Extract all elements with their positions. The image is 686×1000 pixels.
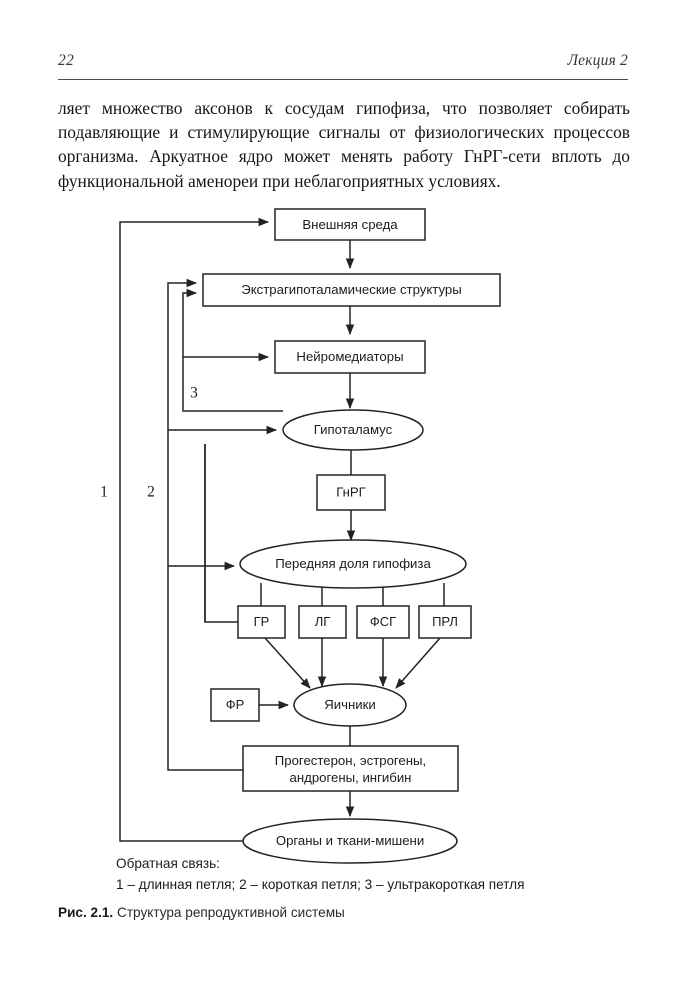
node-target-organs-label: Органы и ткани-мишени bbox=[276, 833, 424, 848]
body-paragraph: ляет множество аксонов к сосудам гипофиз… bbox=[58, 98, 630, 191]
legend-title: Обратная связь: bbox=[116, 856, 220, 871]
node-gnrh[interactable] bbox=[316, 474, 386, 511]
node-lh-label: ЛГ bbox=[315, 614, 331, 629]
node-fsh[interactable] bbox=[356, 605, 410, 639]
legend-items: 1 – длинная петля; 2 – короткая петля; 3… bbox=[116, 876, 525, 892]
node-neurotransmitters[interactable] bbox=[274, 340, 426, 374]
figure-caption-text: Структура репродуктивной системы bbox=[113, 905, 345, 920]
loop-number-1: 1 bbox=[100, 484, 108, 501]
gh-feedback-path bbox=[204, 444, 238, 623]
node-ovarian-steroids[interactable] bbox=[242, 745, 459, 792]
node-neurotransmitters-label: Нейромедиаторы bbox=[296, 349, 403, 364]
page-header: 22 Лекция 2 bbox=[58, 52, 628, 84]
node-gh-label: ГР bbox=[254, 614, 270, 629]
node-ovarian-steroids-label-line2: андрогены, ингибин bbox=[290, 770, 412, 785]
node-gnrh-label: ГнРГ bbox=[336, 484, 366, 499]
figure-caption: Рис. 2.1. Структура репродуктивной систе… bbox=[58, 905, 628, 920]
header-rule bbox=[58, 79, 628, 80]
edge-gh-to-ovaries bbox=[264, 637, 311, 689]
node-gh[interactable] bbox=[237, 605, 286, 639]
node-external-environment-label: Внешняя среда bbox=[302, 217, 398, 232]
node-growth-factors[interactable] bbox=[210, 688, 260, 722]
node-ovarian-steroids-label-line1: Прогестерон, эстрогены, bbox=[275, 753, 426, 768]
loop-number-3: 3 bbox=[190, 385, 198, 402]
node-ovaries[interactable] bbox=[293, 683, 407, 727]
node-extrahypothalamic-structures-label: Экстрагипоталамические структуры bbox=[241, 282, 461, 297]
node-prl-label: ПРЛ bbox=[432, 614, 458, 629]
node-fsh-label: ФСГ bbox=[370, 614, 396, 629]
edge-prl-to-ovaries bbox=[395, 637, 441, 689]
node-target-organs[interactable] bbox=[242, 818, 458, 864]
feedback-loop-1-path bbox=[119, 217, 286, 842]
figure-legend: Обратная связь: 1 – длинная петля; 2 – к… bbox=[116, 854, 636, 895]
feedback-loop-2-path bbox=[167, 278, 243, 771]
running-title: Лекция 2 bbox=[567, 52, 628, 69]
feedback-loop-3-path bbox=[182, 288, 283, 412]
loop-number-2: 2 bbox=[147, 484, 155, 501]
node-ovaries-label: Яичники bbox=[324, 697, 376, 712]
page-number: 22 bbox=[58, 52, 74, 69]
node-growth-factors-label: ФР bbox=[226, 697, 245, 712]
node-hypothalamus[interactable] bbox=[282, 409, 424, 451]
node-hypothalamus-label: Гипоталамус bbox=[314, 422, 393, 437]
figure-caption-prefix: Рис. 2.1. bbox=[58, 905, 114, 920]
body-text: ляет множество аксонов к сосудам гипофиз… bbox=[58, 96, 630, 193]
node-extrahypothalamic-structures[interactable] bbox=[202, 273, 501, 307]
node-prl[interactable] bbox=[418, 605, 472, 639]
node-anterior-pituitary[interactable] bbox=[239, 539, 467, 589]
node-lh[interactable] bbox=[298, 605, 347, 639]
node-external-environment[interactable] bbox=[274, 208, 426, 241]
node-anterior-pituitary-label: Передняя доля гипофиза bbox=[275, 556, 431, 571]
